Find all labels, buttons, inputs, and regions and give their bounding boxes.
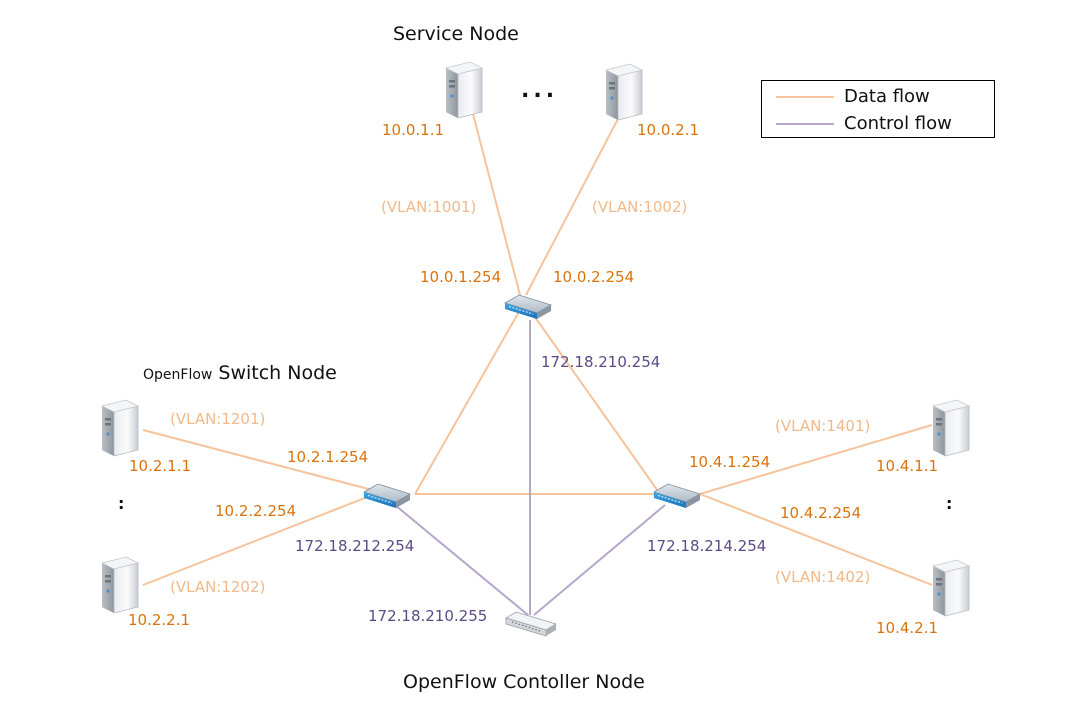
left-switch-if1: 10.2.1.254: [287, 448, 369, 466]
right-switch-icon: [653, 483, 701, 509]
left-server-2-icon: [101, 556, 139, 614]
left-1-ip: 10.2.1.1: [129, 457, 192, 475]
vlan-1001-label: (VLAN:1001): [381, 198, 477, 216]
vlan-1401-label: (VLAN:1401): [775, 417, 871, 435]
top-switch-if1: 10.0.1.254: [420, 268, 502, 286]
left-switch-icon: [363, 483, 411, 509]
legend-control-flow-swatch: [776, 122, 834, 125]
controller-device-icon: [505, 611, 557, 637]
legend-data-flow-swatch: [776, 95, 834, 98]
service-server-1-icon: [445, 61, 483, 119]
right-switch-ctrl-ip: 172.18.214.254: [647, 537, 767, 555]
controller-ip: 172.18.210.255: [368, 607, 488, 625]
legend-control-flow-label: Control flow: [844, 113, 952, 134]
left-server-1-icon: [101, 399, 139, 457]
service-2-ip: 10.0.2.1: [637, 121, 700, 139]
top-switch-if2: 10.0.2.254: [553, 268, 635, 286]
right-2-ip: 10.4.2.1: [876, 619, 939, 637]
legend-control-flow: Control flow: [776, 113, 952, 134]
legend-data-flow-label: Data flow: [844, 86, 930, 107]
left-switch-if2: 10.2.2.254: [215, 502, 297, 520]
left-ellipsis: :: [118, 494, 125, 513]
legend: Data flow Control flow: [761, 80, 995, 138]
vlan-1202-label: (VLAN:1202): [170, 578, 266, 596]
service-ellipsis: ...: [521, 78, 559, 103]
switch-node-title-suffix: Switch Node: [218, 362, 337, 384]
vlan-1201-label: (VLAN:1201): [170, 410, 266, 428]
legend-data-flow: Data flow: [776, 86, 930, 107]
controller-node-title: OpenFlow Contoller Node: [403, 671, 645, 693]
left-switch-ctrl-ip: 172.18.212.254: [295, 537, 415, 555]
service-server-2-icon: [605, 63, 643, 121]
right-1-ip: 10.4.1.1: [876, 457, 939, 475]
right-switch-if2: 10.4.2.254: [780, 504, 862, 522]
control-flow-lines: [394, 320, 666, 616]
data-flow-lines: [142, 109, 933, 586]
right-server-1-icon: [932, 399, 970, 457]
right-ellipsis: :: [946, 494, 953, 513]
switch-node-title: OpenFlow Switch Node: [143, 362, 337, 386]
top-switch-ctrl-ip: 172.18.210.254: [541, 353, 661, 371]
top-switch-icon: [504, 294, 552, 320]
service-1-ip: 10.0.1.1: [382, 121, 445, 139]
right-switch-if1: 10.4.1.254: [689, 453, 771, 471]
switch-node-title-prefix: OpenFlow: [143, 367, 213, 383]
right-server-2-icon: [932, 559, 970, 617]
service-node-title: Service Node: [393, 23, 519, 45]
left-2-ip: 10.2.2.1: [128, 611, 191, 629]
vlan-1402-label: (VLAN:1402): [775, 568, 871, 586]
vlan-1002-label: (VLAN:1002): [592, 198, 688, 216]
